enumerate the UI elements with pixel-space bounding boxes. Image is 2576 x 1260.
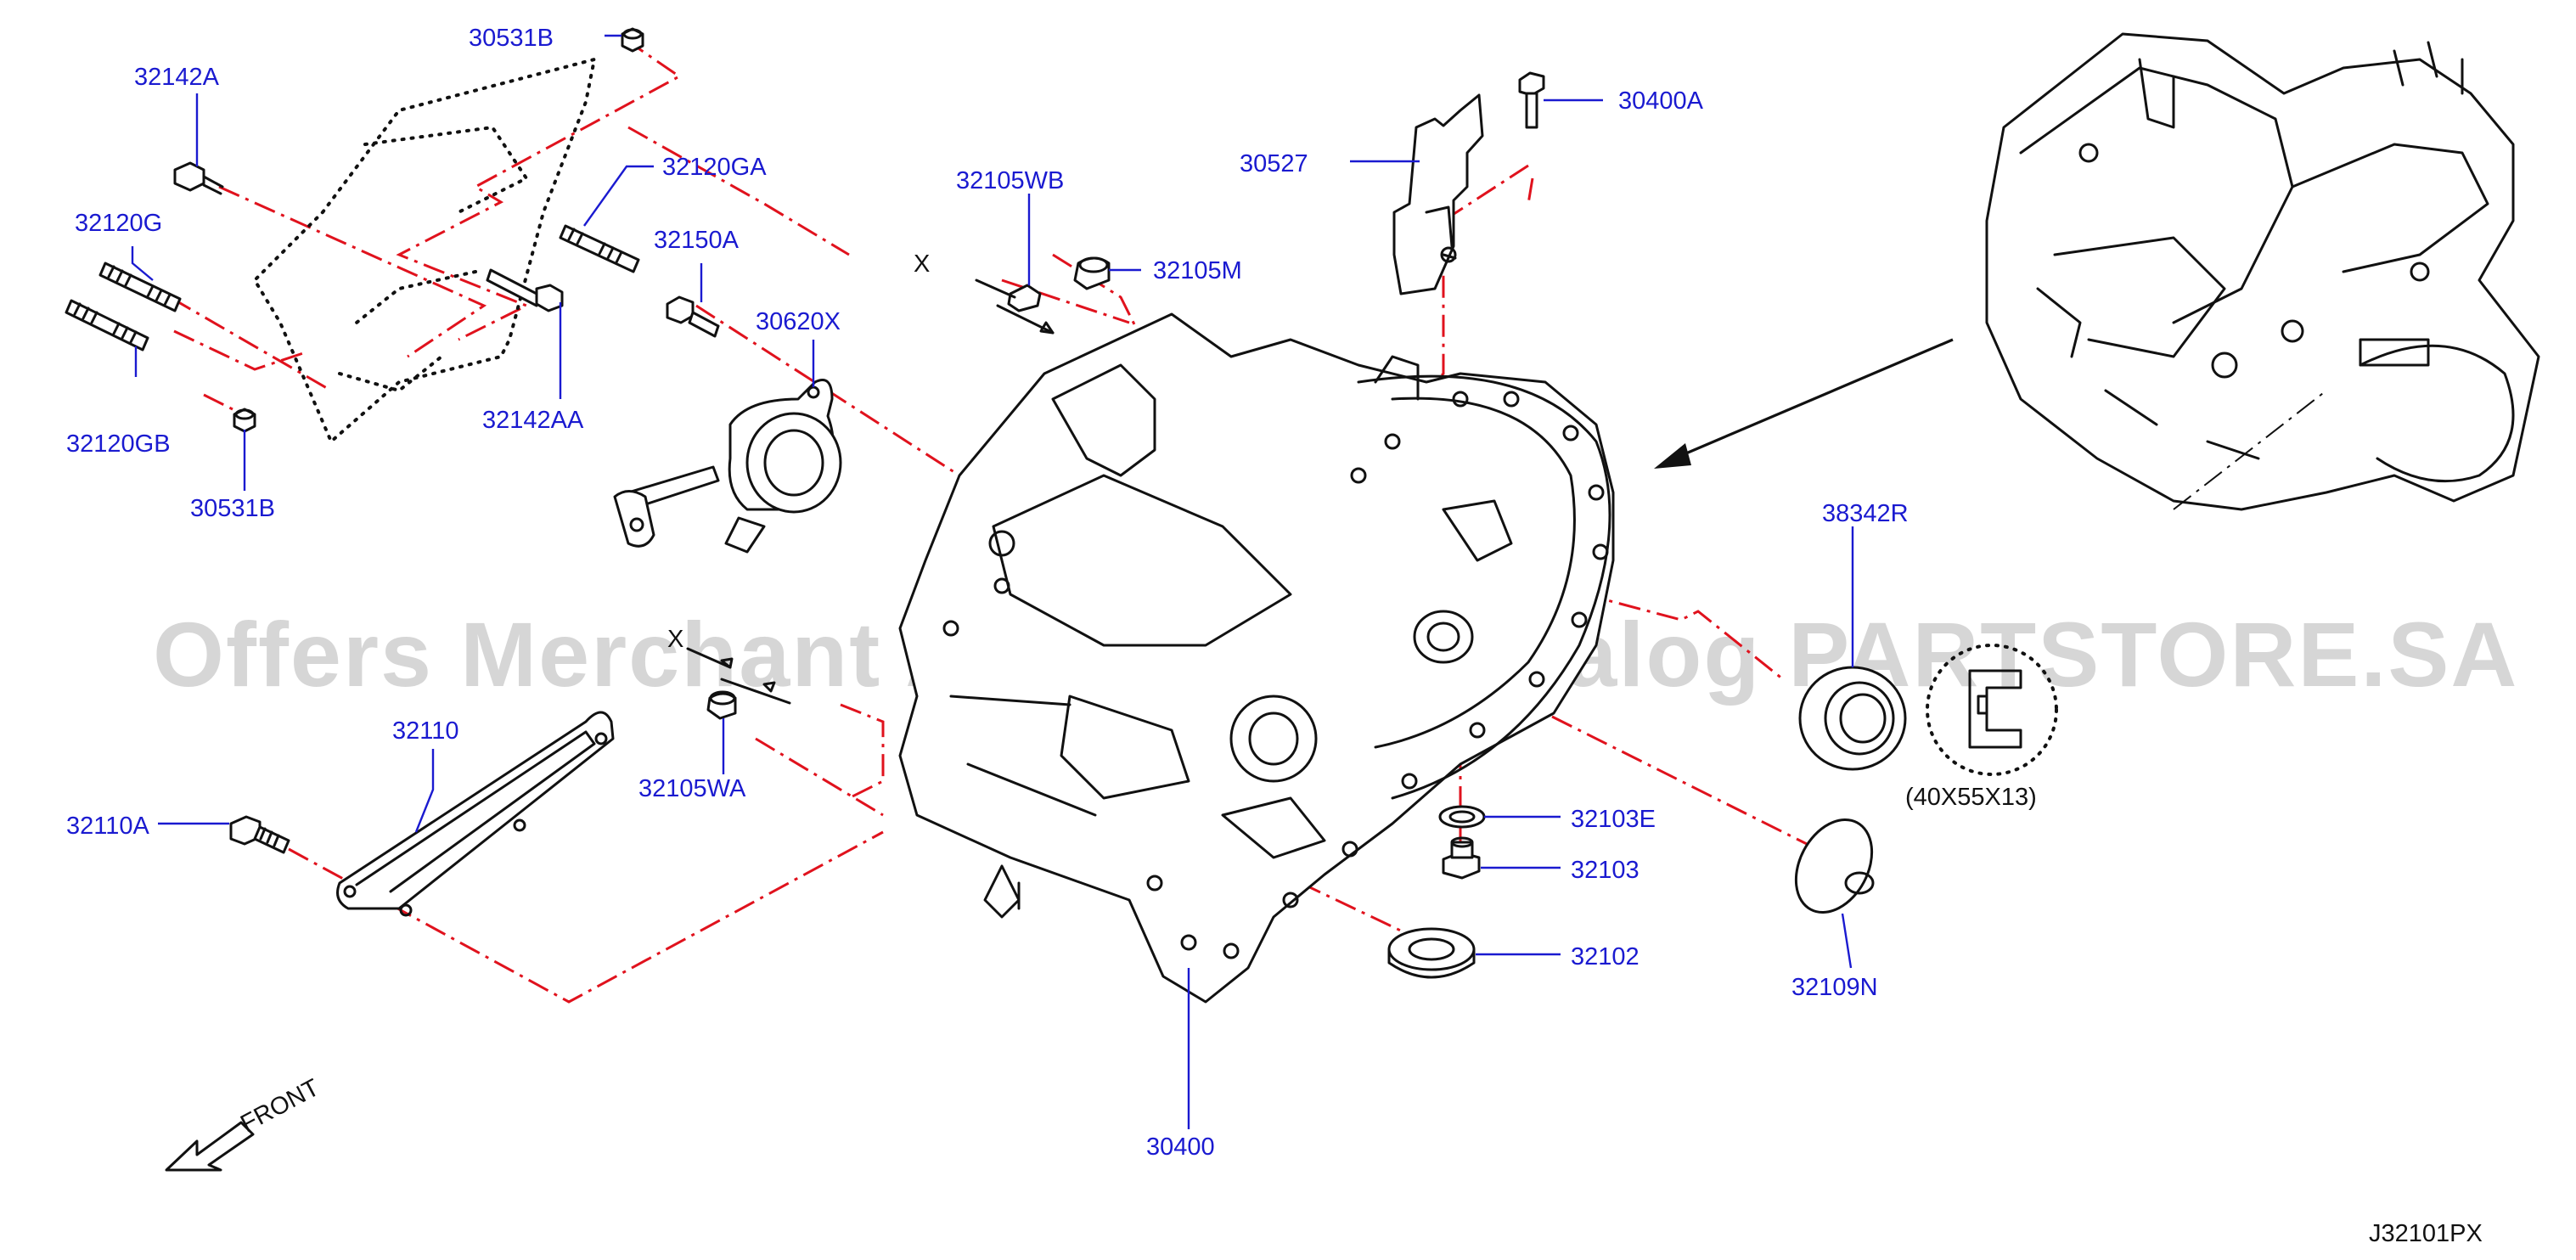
- label-32105m[interactable]: 32105M: [1153, 257, 1242, 284]
- leader-lines: [131, 34, 1854, 1129]
- label-32103[interactable]: 32103: [1571, 857, 1640, 884]
- plug-32105wa[interactable]: [686, 647, 791, 720]
- diagram-code: J32101PX: [2369, 1220, 2483, 1247]
- label-32120gb[interactable]: 32120GB: [66, 430, 171, 458]
- bracket-30527[interactable]: [1392, 93, 1484, 295]
- bolt-30400a[interactable]: [1518, 71, 1545, 129]
- label-32105wb[interactable]: 32105WB: [956, 167, 1064, 194]
- release-bearing-30620x[interactable]: [613, 379, 842, 554]
- stud-32120ga[interactable]: [559, 224, 640, 273]
- front-label: FRONT: [236, 1074, 323, 1138]
- seal-32102[interactable]: [1387, 927, 1476, 979]
- nut-30531b-top[interactable]: [621, 27, 644, 53]
- section-mark-bottom: X: [667, 626, 683, 653]
- label-32142a[interactable]: 32142A: [134, 64, 220, 91]
- label-32150a[interactable]: 32150A: [654, 227, 740, 254]
- bolt-32150a[interactable]: [666, 295, 720, 338]
- front-arrow-icon: [165, 1121, 255, 1172]
- cover-32110[interactable]: [336, 711, 615, 917]
- label-30400[interactable]: 30400: [1146, 1133, 1215, 1161]
- oil-seal-38342r[interactable]: [1798, 666, 1907, 771]
- seal-size-note: (40X55X13): [1905, 784, 2037, 811]
- plug-32103[interactable]: [1442, 836, 1481, 880]
- label-32120g[interactable]: 32120G: [75, 210, 162, 237]
- label-32109n[interactable]: 32109N: [1791, 974, 1878, 1001]
- stud-32120gb[interactable]: [65, 299, 149, 352]
- cap-32109n[interactable]: [1780, 807, 1887, 925]
- seal-detail: [1926, 644, 2058, 776]
- label-32142aa[interactable]: 32142AA: [482, 407, 584, 434]
- assembly-arrow: [1654, 338, 1954, 469]
- bolt-32110a[interactable]: [229, 815, 290, 854]
- label-30531b-top[interactable]: 30531B: [469, 25, 554, 52]
- bolt-32142aa[interactable]: [486, 268, 564, 312]
- part-labels: 30531B 32142A 32120GA 32120G 32150A 3212…: [66, 25, 2037, 1161]
- label-32120ga[interactable]: 32120GA: [662, 154, 767, 181]
- bolt-32142a[interactable]: [173, 161, 224, 195]
- label-30527[interactable]: 30527: [1240, 150, 1308, 177]
- washer-32103e[interactable]: [1438, 805, 1486, 829]
- assembled-transaxle: [1985, 32, 2540, 511]
- label-32103e[interactable]: 32103E: [1571, 806, 1656, 833]
- label-30531b-bottom[interactable]: 30531B: [190, 495, 275, 522]
- nut-30531b-bottom[interactable]: [233, 408, 256, 433]
- label-32110a[interactable]: 32110A: [66, 813, 149, 840]
- label-30620x[interactable]: 30620X: [756, 308, 841, 335]
- label-30400a[interactable]: 30400A: [1618, 87, 1704, 115]
- transmission-case-30400[interactable]: [898, 312, 1615, 1004]
- plug-32105m[interactable]: [1073, 256, 1111, 290]
- label-32110[interactable]: 32110: [392, 717, 459, 745]
- section-mark-top: X: [914, 250, 930, 278]
- bracket-assembly: [252, 57, 597, 445]
- plug-32105wb[interactable]: [975, 278, 1055, 335]
- label-32102[interactable]: 32102: [1571, 943, 1640, 970]
- label-38342r[interactable]: 38342R: [1822, 500, 1909, 527]
- stud-32120g[interactable]: [98, 262, 182, 312]
- label-32105wa[interactable]: 32105WA: [638, 775, 746, 802]
